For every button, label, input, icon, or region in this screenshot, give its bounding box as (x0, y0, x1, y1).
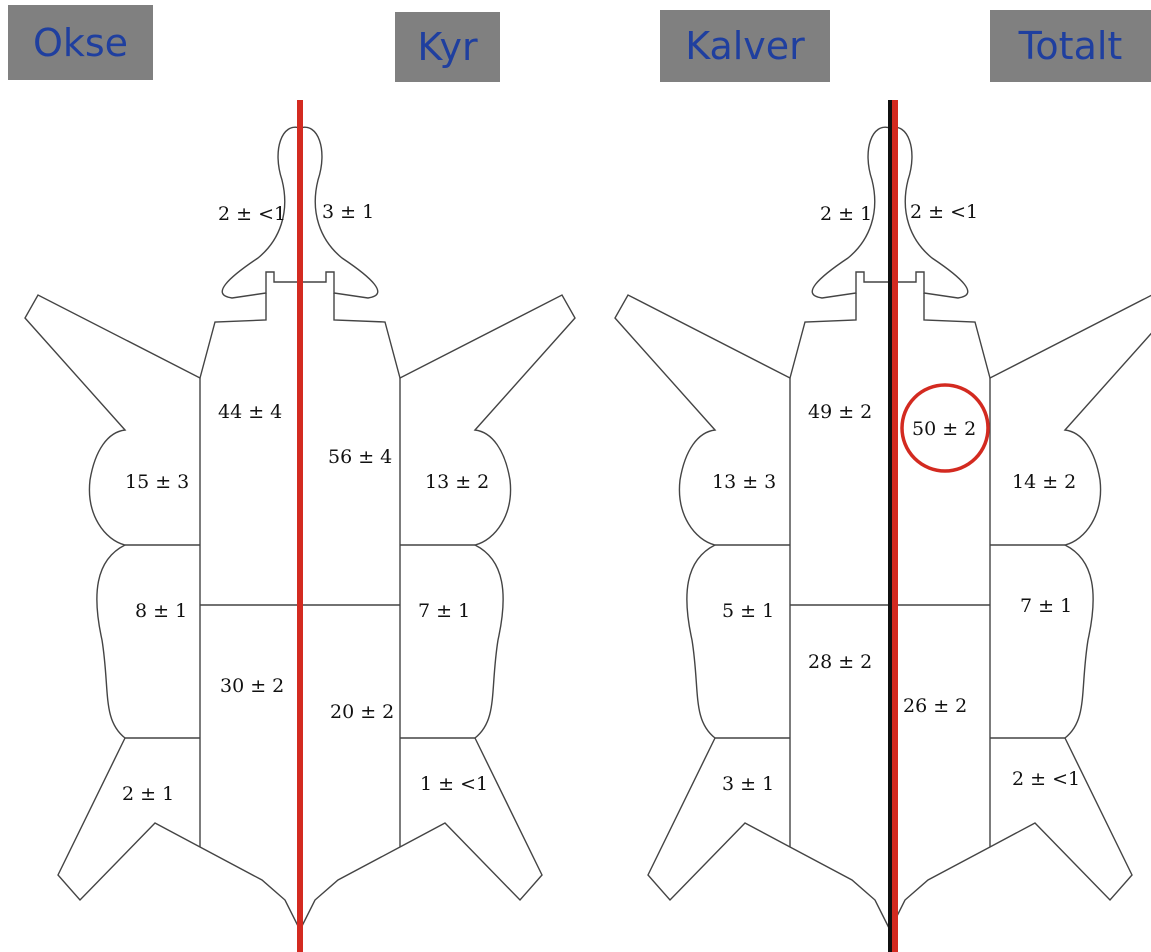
right-flank-left: 5 ± 1 (722, 600, 774, 622)
right-shoulder-right: 14 ± 2 (1012, 471, 1076, 493)
right-flank-right: 7 ± 1 (1020, 595, 1072, 617)
hide-outline-right (614, 126, 1151, 931)
right-rump-right: 26 ± 2 (903, 695, 967, 717)
left-hind-left: 2 ± 1 (122, 783, 174, 805)
left-back-right: 56 ± 4 (328, 446, 392, 468)
right-back-left: 49 ± 2 (808, 401, 872, 423)
left-shoulder-left: 15 ± 3 (125, 471, 189, 493)
left-head-right: 3 ± 1 (322, 201, 374, 223)
label-okse: Okse (8, 5, 153, 80)
right-shoulder-left: 13 ± 3 (712, 471, 776, 493)
label-kalver: Kalver (660, 10, 830, 82)
right-back-right: 50 ± 2 (912, 418, 976, 440)
right-hind-right: 2 ± <1 (1012, 768, 1080, 790)
left-flank-left: 8 ± 1 (135, 600, 187, 622)
left-rump-right: 20 ± 2 (330, 701, 394, 723)
left-hind-right: 1 ± <1 (420, 773, 488, 795)
highlight-circle (900, 383, 990, 473)
right-head-left: 2 ± 1 (820, 203, 872, 225)
right-hind-left: 3 ± 1 (722, 773, 774, 795)
right-rump-left: 28 ± 2 (808, 651, 872, 673)
left-back-left: 44 ± 4 (218, 401, 282, 423)
left-shoulder-right: 13 ± 2 (425, 471, 489, 493)
label-kyr: Kyr (395, 12, 500, 82)
right-head-right: 2 ± <1 (910, 201, 978, 223)
left-head-left: 2 ± <1 (218, 203, 286, 225)
label-totalt: Totalt (990, 10, 1151, 82)
left-flank-right: 7 ± 1 (418, 600, 470, 622)
left-rump-left: 30 ± 2 (220, 675, 284, 697)
